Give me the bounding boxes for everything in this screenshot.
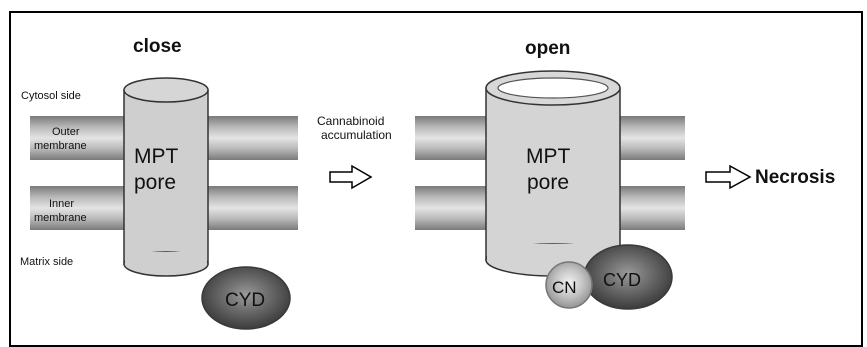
left-panel-closed: close Cytosol side Outer membrane Inner … <box>20 36 298 330</box>
pore-label-right-line1: MPT <box>526 145 571 168</box>
title-close: close <box>133 36 182 57</box>
transition-arrow: Cannabinoid accumulation <box>317 114 392 190</box>
label-matrix-side: Matrix side <box>20 256 73 268</box>
pore-label-left-line2: pore <box>134 171 176 194</box>
mpt-pore-closed <box>123 77 209 277</box>
right-arrow-icon-outcome <box>705 164 752 190</box>
label-outer-line1: Outer <box>52 126 80 138</box>
trigger-line2: accumulation <box>321 128 392 142</box>
label-inner-line1: Inner <box>49 198 74 210</box>
cyd-label-left: CYD <box>225 290 265 311</box>
pore-opening <box>497 77 609 99</box>
cn-molecule <box>545 261 593 309</box>
trigger-line1: Cannabinoid <box>317 114 384 128</box>
cn-label: CN <box>552 278 577 297</box>
label-cytosol-side: Cytosol side <box>21 90 81 102</box>
label-outer-line2: membrane <box>34 140 87 152</box>
cyd-label-right: CYD <box>603 270 641 290</box>
cyd-molecule-left <box>201 266 291 330</box>
pore-label-left-line1: MPT <box>134 145 179 168</box>
mpt-pore-open <box>485 70 621 277</box>
outcome-group: Necrosis <box>705 164 835 190</box>
right-arrow-icon <box>329 164 373 190</box>
label-inner-line2: membrane <box>34 212 87 224</box>
title-open: open <box>525 38 570 59</box>
right-panel-open: open MPT pore CN CYD <box>415 38 685 310</box>
outcome-necrosis: Necrosis <box>755 167 835 188</box>
pore-label-right-line2: pore <box>527 171 569 194</box>
